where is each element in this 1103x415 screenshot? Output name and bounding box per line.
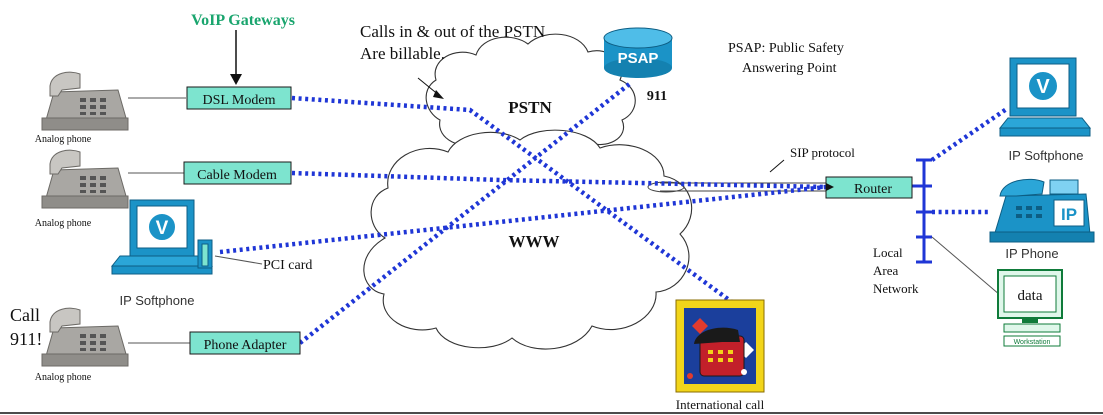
pci-card-label: PCI card (263, 258, 312, 273)
ip-softphone-right-label: IP Softphone (1009, 148, 1084, 163)
svg-text:V: V (1036, 76, 1050, 98)
lan-bus (912, 158, 932, 264)
workstation-icon: data Workstation (997, 269, 1063, 347)
workstation-screen-text: data (1018, 288, 1043, 304)
svg-text:Phone Adapter: Phone Adapter (204, 338, 287, 353)
voip-gateways-arrowhead (230, 74, 242, 85)
analog-phone-label-2: Analog phone (35, 218, 92, 229)
lan-label-line1: Local (873, 245, 903, 260)
ip-softphone-left-label: IP Softphone (120, 293, 195, 308)
analog-phone-label-1: Analog phone (35, 134, 92, 145)
international-call-icon (675, 299, 765, 393)
svg-text:V: V (156, 218, 169, 239)
international-call-label: International call (676, 397, 765, 412)
lan-to-ip-softphone-link (930, 106, 1010, 162)
ip-phone-icon: IP (989, 178, 1095, 243)
psap-description-line1: PSAP: Public Safety (728, 41, 844, 56)
psap-911-label: 911 (647, 89, 667, 104)
lan-label-line2: Area (873, 263, 898, 278)
softphone-to-router-link (219, 184, 827, 255)
adapter-to-psap-link (298, 80, 634, 345)
analog-phone-icon (41, 71, 129, 131)
www-label: WWW (509, 232, 560, 251)
svg-text:Router: Router (854, 182, 892, 197)
pstn-label: PSTN (508, 98, 552, 117)
sip-protocol-label: SIP protocol (790, 145, 855, 160)
cable-modem-box: Cable Modem (183, 161, 292, 185)
router-box: Router (825, 176, 913, 199)
pci-card-pointer (214, 255, 263, 265)
psap-description-line2: Answering Point (742, 61, 837, 76)
lan-label-line3: Network (873, 281, 919, 296)
pstn-billable-note-line2: Are billable. (360, 44, 445, 63)
analog-phone-icon (41, 149, 129, 209)
computer-softphone-icon: V (110, 199, 214, 275)
lan-to-workstation-line (931, 236, 1001, 296)
computer-softphone-icon: V (998, 57, 1092, 137)
analog-phone-label-3: Analog phone (35, 372, 92, 383)
svg-text:Cable Modem: Cable Modem (197, 168, 277, 183)
pstn-billable-note-line1: Calls in & out of the PSTN (360, 22, 545, 41)
call-911-line1: Call (10, 305, 40, 325)
psap-badge-text: PSAP (618, 50, 659, 67)
workstation-caption: Workstation (1014, 339, 1051, 346)
www-cloud: WWW (363, 129, 693, 350)
svg-text:IP: IP (1061, 205, 1077, 224)
call-911-line2: 911! (10, 329, 42, 349)
psap-cylinder-icon: PSAP (603, 27, 673, 78)
dsl-modem-box: DSL Modem (186, 86, 292, 110)
svg-text:DSL Modem: DSL Modem (203, 93, 276, 108)
ip-phone-label: IP Phone (1005, 246, 1058, 261)
dsl-to-international-link (291, 95, 742, 310)
analog-phone-icon (41, 307, 129, 367)
phone-adapter-box: Phone Adapter (189, 331, 301, 355)
voip-gateways-label: VoIP Gateways (191, 12, 295, 29)
